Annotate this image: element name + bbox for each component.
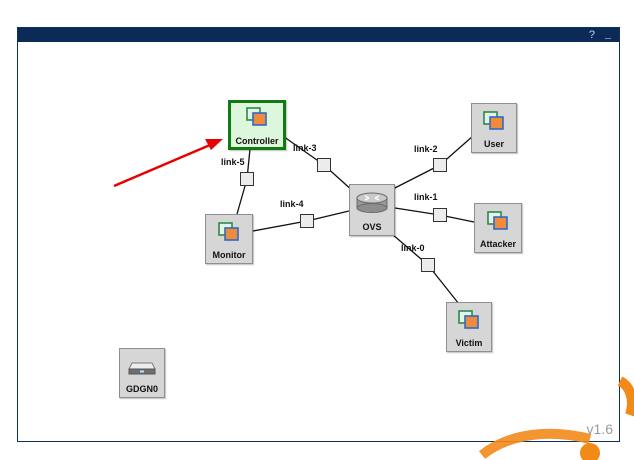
- host-icon: [487, 211, 508, 230]
- link-0-label: link-0: [401, 243, 425, 253]
- node-user-label: User: [483, 139, 504, 149]
- host-icon: [483, 111, 504, 130]
- link-4-box[interactable]: [300, 214, 314, 228]
- version-label: v1.6: [586, 421, 613, 437]
- node-controller-label: Controller: [235, 136, 279, 146]
- link-5-box[interactable]: [240, 172, 254, 186]
- link-3-label: link-3: [293, 143, 317, 153]
- node-attacker[interactable]: Attacker: [474, 203, 522, 253]
- link-2-label: link-2: [414, 144, 438, 154]
- topology-window: ? _ link-3 link-5 link-4: [17, 27, 620, 442]
- node-victim[interactable]: Victim: [446, 302, 492, 352]
- host-icon: [218, 222, 239, 241]
- link-1-box[interactable]: [433, 208, 447, 222]
- help-button[interactable]: ?: [588, 29, 595, 41]
- link-5-label: link-5: [221, 157, 245, 167]
- wire-link4-ovs: [306, 210, 350, 222]
- wire-ovs-link2: [386, 164, 441, 193]
- node-attacker-label: Attacker: [479, 239, 517, 249]
- node-controller[interactable]: Controller: [228, 100, 286, 150]
- link-4-label: link-4: [280, 199, 304, 209]
- node-victim-label: Victim: [455, 338, 483, 348]
- link-2-box[interactable]: [433, 158, 447, 172]
- link-3-box[interactable]: [317, 158, 331, 172]
- wire-controller-link3: [279, 133, 325, 166]
- node-user[interactable]: User: [471, 103, 517, 153]
- annotation-arrow-line: [113, 143, 211, 188]
- link-0-box[interactable]: [421, 258, 435, 272]
- node-ovs-label: OVS: [362, 222, 382, 232]
- node-ovs[interactable]: OVS: [349, 184, 395, 236]
- node-gdgn0[interactable]: GDGN0: [119, 348, 165, 398]
- host-icon: [458, 310, 479, 329]
- annotation-arrow-head: [205, 139, 223, 150]
- link-1-label: link-1: [414, 192, 438, 202]
- wire-monitor-link4: [252, 220, 308, 232]
- node-gdgn0-label: GDGN0: [125, 384, 158, 394]
- host-icon: [246, 107, 267, 126]
- orange-logo-icon: [478, 376, 634, 460]
- node-monitor[interactable]: Monitor: [205, 214, 253, 264]
- window-titlebar: ? _: [18, 28, 619, 42]
- node-monitor-label: Monitor: [212, 250, 246, 260]
- wire-ovs-link1: [394, 207, 441, 216]
- router-icon: [356, 192, 388, 213]
- minimize-button[interactable]: _: [604, 28, 611, 40]
- switch-device-icon: [128, 362, 156, 375]
